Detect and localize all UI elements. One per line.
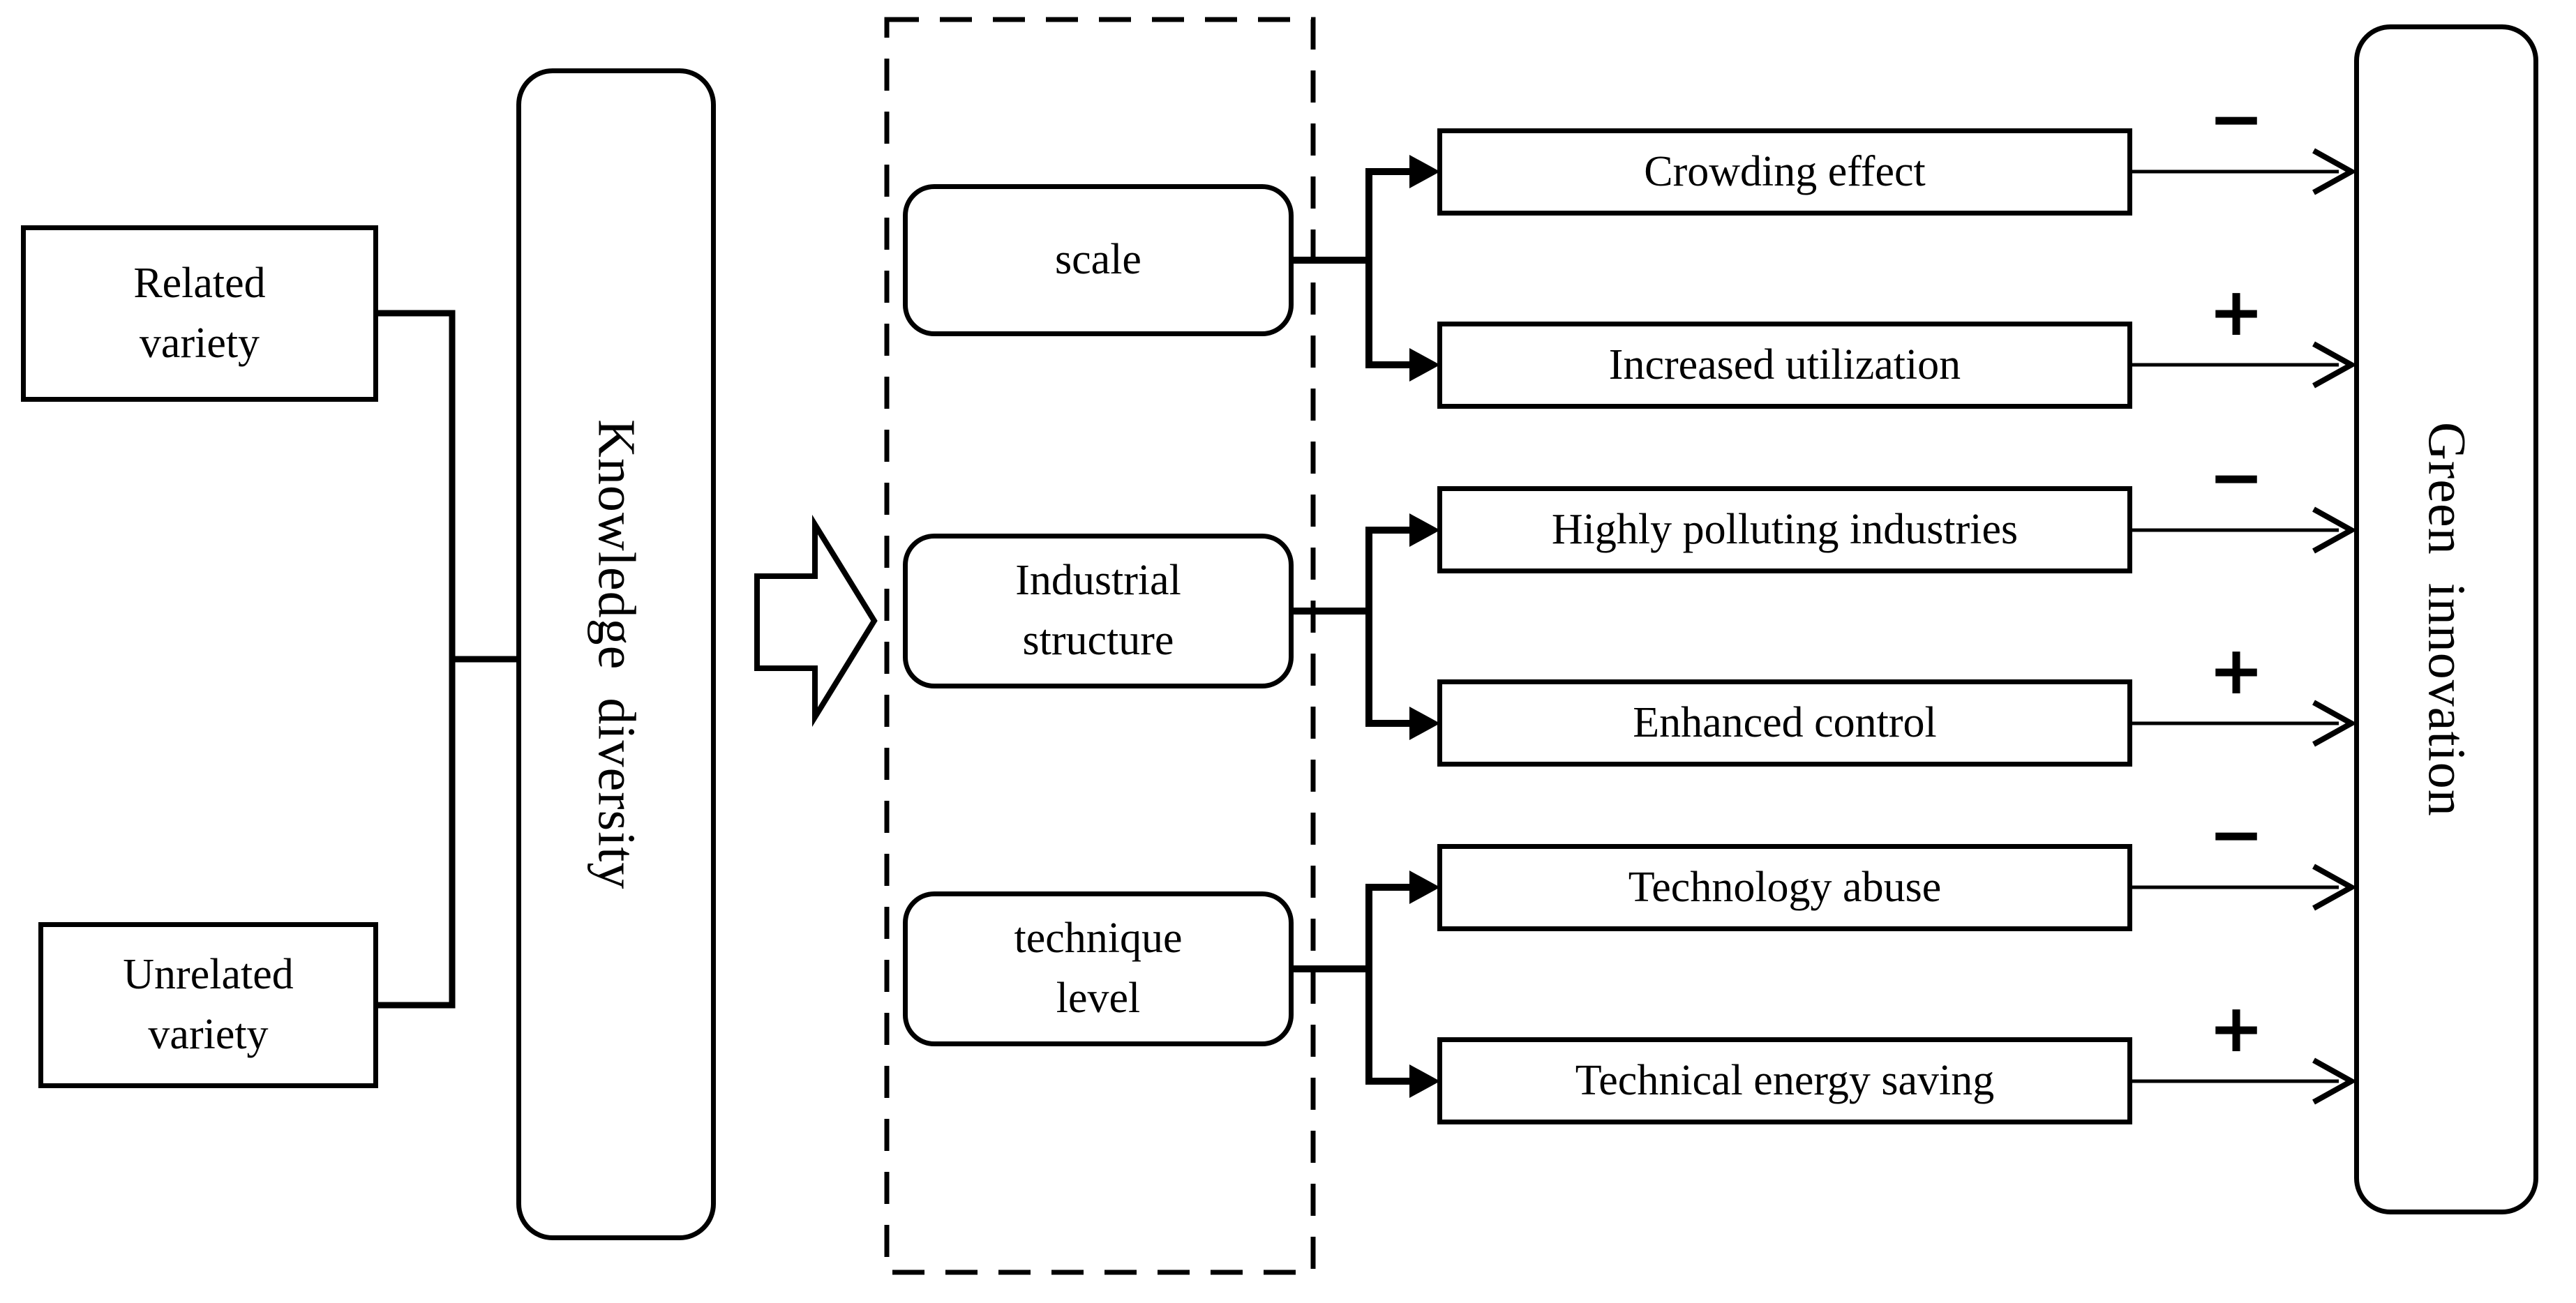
mechanism-box-technology-abuse-label: Technology abuse [1628,863,1942,911]
knowledge-diversity-box: Knowledge diversity [516,68,716,1240]
mechanism-box-highly-polluting-industries: Highly polluting industries [1437,486,2132,573]
mechanism-box-crowding-effect: Crowding effect [1437,128,2132,216]
input-box-unrelated-label: Unrelated variety [123,951,294,1058]
effect-sign-minus: − [2208,797,2264,873]
mediator-box-industrial-structure-label: Industrial structure [1015,557,1181,664]
effect-sign-minus: − [2208,439,2264,516]
input-box-related-label: Related variety [133,259,266,367]
effect-sign-plus: + [2208,633,2264,709]
arrowhead-icon [1409,1064,1440,1098]
input-box-related: Related variety [21,225,378,402]
chevron-arrowhead-icon [2312,1057,2358,1105]
mechanism-box-crowding-effect-label: Crowding effect [1644,147,1926,195]
green-innovation-box: Green innovation [2354,24,2538,1214]
mediator-box-scale: scale [903,184,1294,336]
chevron-arrowhead-icon [2312,506,2358,554]
arrowhead-icon [1409,155,1440,188]
mediator-box-technique-level-label: technique level [1014,914,1183,1022]
mechanism-box-technology-abuse: Technology abuse [1437,844,2132,931]
mechanism-box-enhanced-control-label: Enhanced control [1633,698,1937,746]
mechanism-box-highly-polluting-industries-label: Highly polluting industries [1551,505,2019,553]
arrowhead-icon [1409,348,1440,382]
effect-sign-plus: + [2208,991,2264,1067]
mechanism-box-technical-energy-saving-label: Technical energy saving [1575,1056,1995,1104]
chevron-arrowhead-icon [2312,700,2358,747]
mechanism-box-enhanced-control: Enhanced control [1437,679,2132,767]
mechanism-box-increased-utilization-label: Increased utilization [1608,340,1961,389]
mediators-dashed-border [884,17,1316,1275]
block-arrow-icon [754,514,878,728]
green-innovation-label: Green innovation [2417,422,2476,817]
arrowhead-icon [1409,513,1440,547]
mechanism-box-technical-energy-saving: Technical energy saving [1437,1037,2132,1124]
mediator-box-technique-level: technique level [903,891,1294,1046]
mechanism-box-increased-utilization: Increased utilization [1437,322,2132,409]
chevron-arrowhead-icon [2312,341,2358,389]
knowledge-diversity-label: Knowledge diversity [587,419,646,890]
chevron-arrowhead-icon [2312,148,2358,195]
arrowhead-icon [1409,871,1440,904]
mediator-box-scale-label: scale [1055,236,1141,284]
effect-sign-plus: + [2208,274,2264,351]
input-box-unrelated: Unrelated variety [38,922,378,1088]
effect-sign-minus: − [2208,81,2264,158]
arrowhead-icon [1409,707,1440,740]
mediator-box-industrial-structure: Industrial structure [903,534,1294,688]
inputs-bracket-connector [378,310,456,1009]
chevron-arrowhead-icon [2312,864,2358,911]
